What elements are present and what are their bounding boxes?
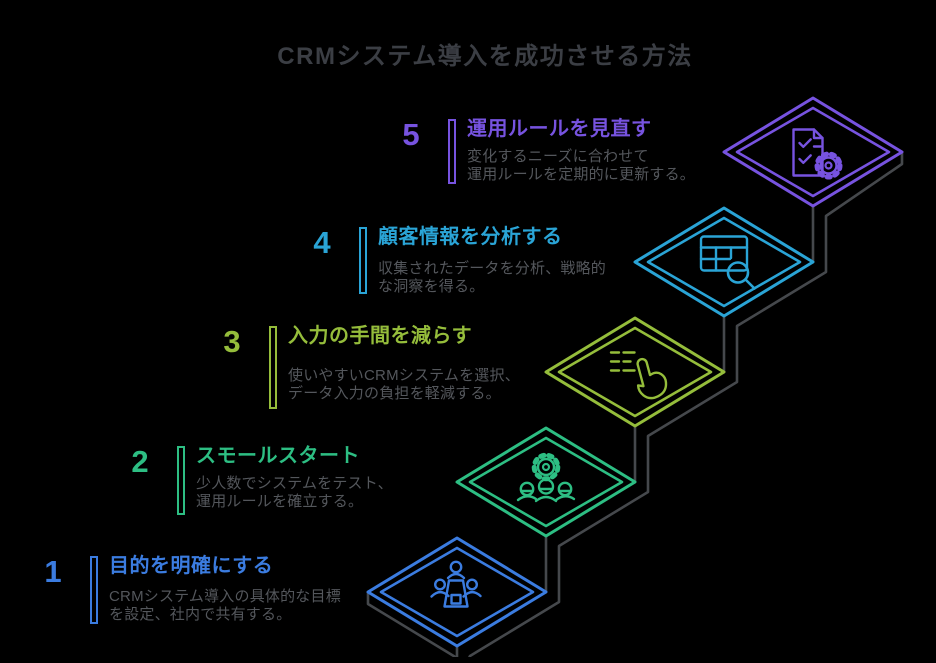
diamond-outer bbox=[722, 96, 904, 208]
step-diamond-3 bbox=[544, 316, 726, 428]
step-diamond-4 bbox=[633, 206, 815, 318]
step-accent-bar bbox=[177, 446, 185, 515]
step-description-line: 収集されたデータを分析、戦略的 bbox=[378, 260, 607, 277]
step-diamond-5 bbox=[722, 96, 904, 208]
data-search-icon bbox=[699, 235, 756, 290]
page-title: CRMシステム導入を成功させる方法 bbox=[277, 43, 693, 71]
diamond-inner bbox=[646, 216, 802, 308]
step-accent-bar bbox=[359, 227, 367, 294]
step-heading: 運用ルールを見直す bbox=[467, 118, 652, 140]
staircase-outline bbox=[366, 150, 904, 657]
step-block-3: 3 入力の手間を減らす 使いやすいCRMシステムを選択、 データ入力の負担を軽減… bbox=[217, 323, 520, 433]
diamond-outer bbox=[455, 426, 637, 538]
tap-input-icon bbox=[609, 351, 668, 400]
step-number: 2 bbox=[131, 444, 149, 479]
step-description-line: 運用ルールを確立する。 bbox=[196, 493, 364, 510]
diamond-inner bbox=[557, 326, 713, 418]
step-description-line: を設定、社内で共有する。 bbox=[109, 606, 292, 623]
step-heading: スモールスタート bbox=[196, 445, 360, 467]
step-description-line: な洞察を得る。 bbox=[378, 278, 485, 295]
step-description: 使いやすいCRMシステムを選択、 データ入力の負担を軽減する。 bbox=[288, 367, 534, 403]
step-description-line: 少人数でシステムをテスト、 bbox=[196, 475, 393, 492]
step-description-line: 運用ルールを定期的に更新する。 bbox=[467, 166, 696, 183]
step-block-2: 2 スモールスタート 少人数でシステムをテスト、 運用ルールを確立する。 bbox=[125, 443, 425, 553]
step-heading: 顧客情報を分析する bbox=[378, 226, 563, 248]
step-block-5: 5 運用ルールを見直す 変化するニーズに合わせて 運用ルールを定期的に更新する。 bbox=[396, 116, 696, 226]
diamond-inner bbox=[735, 106, 891, 198]
step-block-1: 1 目的を明確にする CRMシステム導入の具体的な目標 を設定、社内で共有する。 bbox=[38, 553, 341, 663]
step-diamond-1 bbox=[366, 536, 548, 648]
step-description: 収集されたデータを分析、戦略的 な洞察を得る。 bbox=[378, 260, 624, 296]
meeting-icon bbox=[430, 560, 482, 608]
diamond-inner bbox=[379, 546, 535, 638]
team-gear-icon bbox=[516, 452, 576, 503]
step-accent-bar bbox=[448, 119, 456, 184]
step-number: 1 bbox=[44, 554, 62, 589]
step-description-line: 変化するニーズに合わせて bbox=[467, 148, 649, 165]
step-description: 変化するニーズに合わせて 運用ルールを定期的に更新する。 bbox=[467, 148, 713, 184]
step-description: CRMシステム導入の具体的な目標 を設定、社内で共有する。 bbox=[109, 588, 355, 624]
step-block-4: 4 顧客情報を分析する 収集されたデータを分析、戦略的 な洞察を得る。 bbox=[307, 224, 607, 334]
step-number: 3 bbox=[223, 324, 241, 359]
step-accent-bar bbox=[269, 326, 277, 409]
step-number: 5 bbox=[402, 117, 420, 152]
diamond-inner bbox=[468, 436, 624, 528]
diamond-outer bbox=[633, 206, 815, 318]
diamond-outer bbox=[544, 316, 726, 428]
staircase-base-edge bbox=[366, 590, 458, 657]
step-description: 少人数でシステムをテスト、 運用ルールを確立する。 bbox=[196, 475, 442, 511]
step-heading: 入力の手間を減らす bbox=[288, 325, 473, 347]
step-diamond-2 bbox=[455, 426, 637, 538]
staircase-outer-profile bbox=[468, 150, 904, 657]
checklist-gear-icon bbox=[792, 128, 843, 180]
step-accent-bar bbox=[90, 556, 98, 624]
step-description-line: CRMシステム導入の具体的な目標 bbox=[109, 588, 341, 605]
step-description-line: 使いやすいCRMシステムを選択、 bbox=[288, 367, 520, 384]
step-heading: 目的を明確にする bbox=[109, 555, 274, 577]
diamond-outer bbox=[366, 536, 548, 648]
step-number: 4 bbox=[313, 225, 331, 260]
step-description-line: データ入力の負担を軽減する。 bbox=[288, 385, 501, 402]
